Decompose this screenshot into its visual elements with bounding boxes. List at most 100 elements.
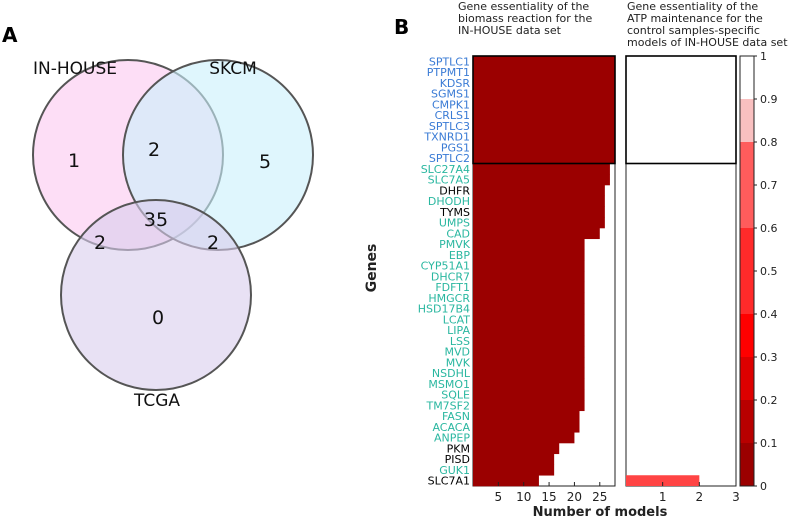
bar	[473, 443, 560, 455]
gene-tick-label: SLC27A4	[421, 163, 470, 176]
bar	[473, 238, 585, 250]
gene-tick-label: PKM	[447, 442, 470, 455]
gene-tick-label: SLC7A5	[428, 174, 470, 187]
gene-tick-label: CYP51A1	[421, 260, 470, 273]
colorbar-tick-label: 0.6	[760, 222, 778, 235]
bar	[473, 367, 585, 379]
bar	[473, 195, 605, 207]
venn-region-count: 0	[152, 307, 164, 329]
gene-tick-label: TXNRD1	[423, 131, 470, 144]
bar	[473, 206, 605, 218]
gene-tick-label: CAD	[446, 227, 470, 240]
bar	[473, 77, 615, 89]
x-tick-label: 2	[696, 490, 704, 504]
venn-region-count: 2	[148, 139, 160, 161]
venn-circle-tcga	[60, 199, 252, 391]
gene-tick-label: UMPS	[439, 217, 470, 230]
bar	[473, 292, 585, 304]
bar	[473, 152, 615, 164]
bar	[473, 410, 580, 422]
plot-frame	[625, 55, 737, 487]
highlight-box	[472, 55, 616, 165]
gene-tick-label: CMPK1	[432, 98, 470, 111]
colorbar-segment	[740, 228, 754, 272]
gene-tick-label: ACACA	[432, 421, 470, 434]
y-axis-label: Genes	[364, 244, 380, 293]
bar	[473, 163, 610, 175]
colorbar-segment	[740, 56, 754, 100]
colorbar-tick-label: 0	[760, 480, 767, 493]
bar	[473, 335, 585, 347]
gene-tick-label: NSDHL	[432, 367, 471, 380]
gene-tick-label: SPTLC1	[429, 55, 470, 68]
gene-tick-label: DHFR	[439, 184, 470, 197]
bar	[473, 88, 615, 100]
colorbar-tick-label: 0.1	[760, 437, 778, 450]
panel-a-label: A	[2, 23, 18, 47]
bar	[473, 109, 615, 121]
gene-tick-label: SGMS1	[431, 88, 470, 101]
gene-tick-label: CRLS1	[435, 109, 470, 122]
bar	[473, 249, 585, 261]
bar	[473, 174, 610, 186]
gene-tick-label: DHODH	[428, 195, 470, 208]
colorbar-tick-label: 0.8	[760, 136, 778, 149]
colorbar-segment	[740, 271, 754, 315]
gene-tick-label: SLC7A1	[428, 475, 470, 488]
gene-tick-label: GUK1	[439, 464, 470, 477]
colorbar-segment	[740, 99, 754, 143]
x-tick-label: 1	[659, 490, 667, 504]
x-tick-label: 20	[567, 490, 582, 504]
venn-set-label: SKCM	[209, 59, 257, 79]
x-tick-label: 10	[516, 490, 531, 504]
bar	[473, 217, 605, 229]
colorbar-tick-label: 0.5	[760, 265, 778, 278]
bar	[473, 56, 615, 68]
bar	[473, 260, 585, 272]
title-line: ATP maintenance for the	[627, 12, 763, 25]
venn-region-count: 2	[94, 232, 106, 254]
gene-tick-label: LIPA	[447, 324, 470, 337]
bar	[473, 228, 600, 240]
gene-tick-label: HSD17B4	[418, 303, 470, 316]
panel-b-label: B	[394, 15, 409, 39]
venn-set-label: IN-HOUSE	[33, 59, 117, 79]
gene-tick-label: FASN	[442, 410, 470, 423]
colorbar-tick-label: 0.9	[760, 93, 778, 106]
bar	[626, 475, 700, 486]
bar	[473, 185, 605, 197]
gene-tick-label: MSMO1	[428, 378, 470, 391]
title-line: IN-HOUSE data set	[458, 24, 562, 37]
gene-tick-label: SPTLC3	[429, 120, 470, 133]
biomass-bar-chart: SPTLC1PTPMT1KDSRSGMS1CMPK1CRLS1SPTLC3TXN…	[418, 55, 616, 504]
colorbar-tick-label: 0.4	[760, 308, 778, 321]
gene-tick-label: DHCR7	[431, 270, 470, 283]
x-tick-label: 25	[592, 490, 607, 504]
bar	[473, 314, 585, 326]
bar	[473, 464, 555, 476]
colorbar-segment	[740, 357, 754, 401]
x-axis-label: Number of models	[533, 505, 668, 519]
gene-tick-label: EBP	[449, 249, 470, 262]
bar	[473, 421, 580, 433]
x-tick-label: 15	[541, 490, 556, 504]
bar	[473, 66, 615, 78]
bar	[473, 389, 585, 401]
venn-region-count: 5	[259, 151, 271, 173]
gene-tick-label: SPTLC2	[429, 152, 470, 165]
venn-set-label: TCGA	[133, 391, 180, 411]
bar	[473, 475, 539, 487]
highlight-box	[625, 55, 737, 165]
gene-tick-label: SQLE	[441, 389, 470, 402]
colorbar-segment	[740, 314, 754, 358]
bar	[473, 324, 585, 336]
venn-region-count: 1	[68, 150, 80, 172]
gene-tick-label: PMVK	[439, 238, 471, 251]
title-line: biomass reaction for the	[458, 12, 592, 25]
bar	[473, 303, 585, 315]
gene-tick-label: LSS	[450, 335, 470, 348]
